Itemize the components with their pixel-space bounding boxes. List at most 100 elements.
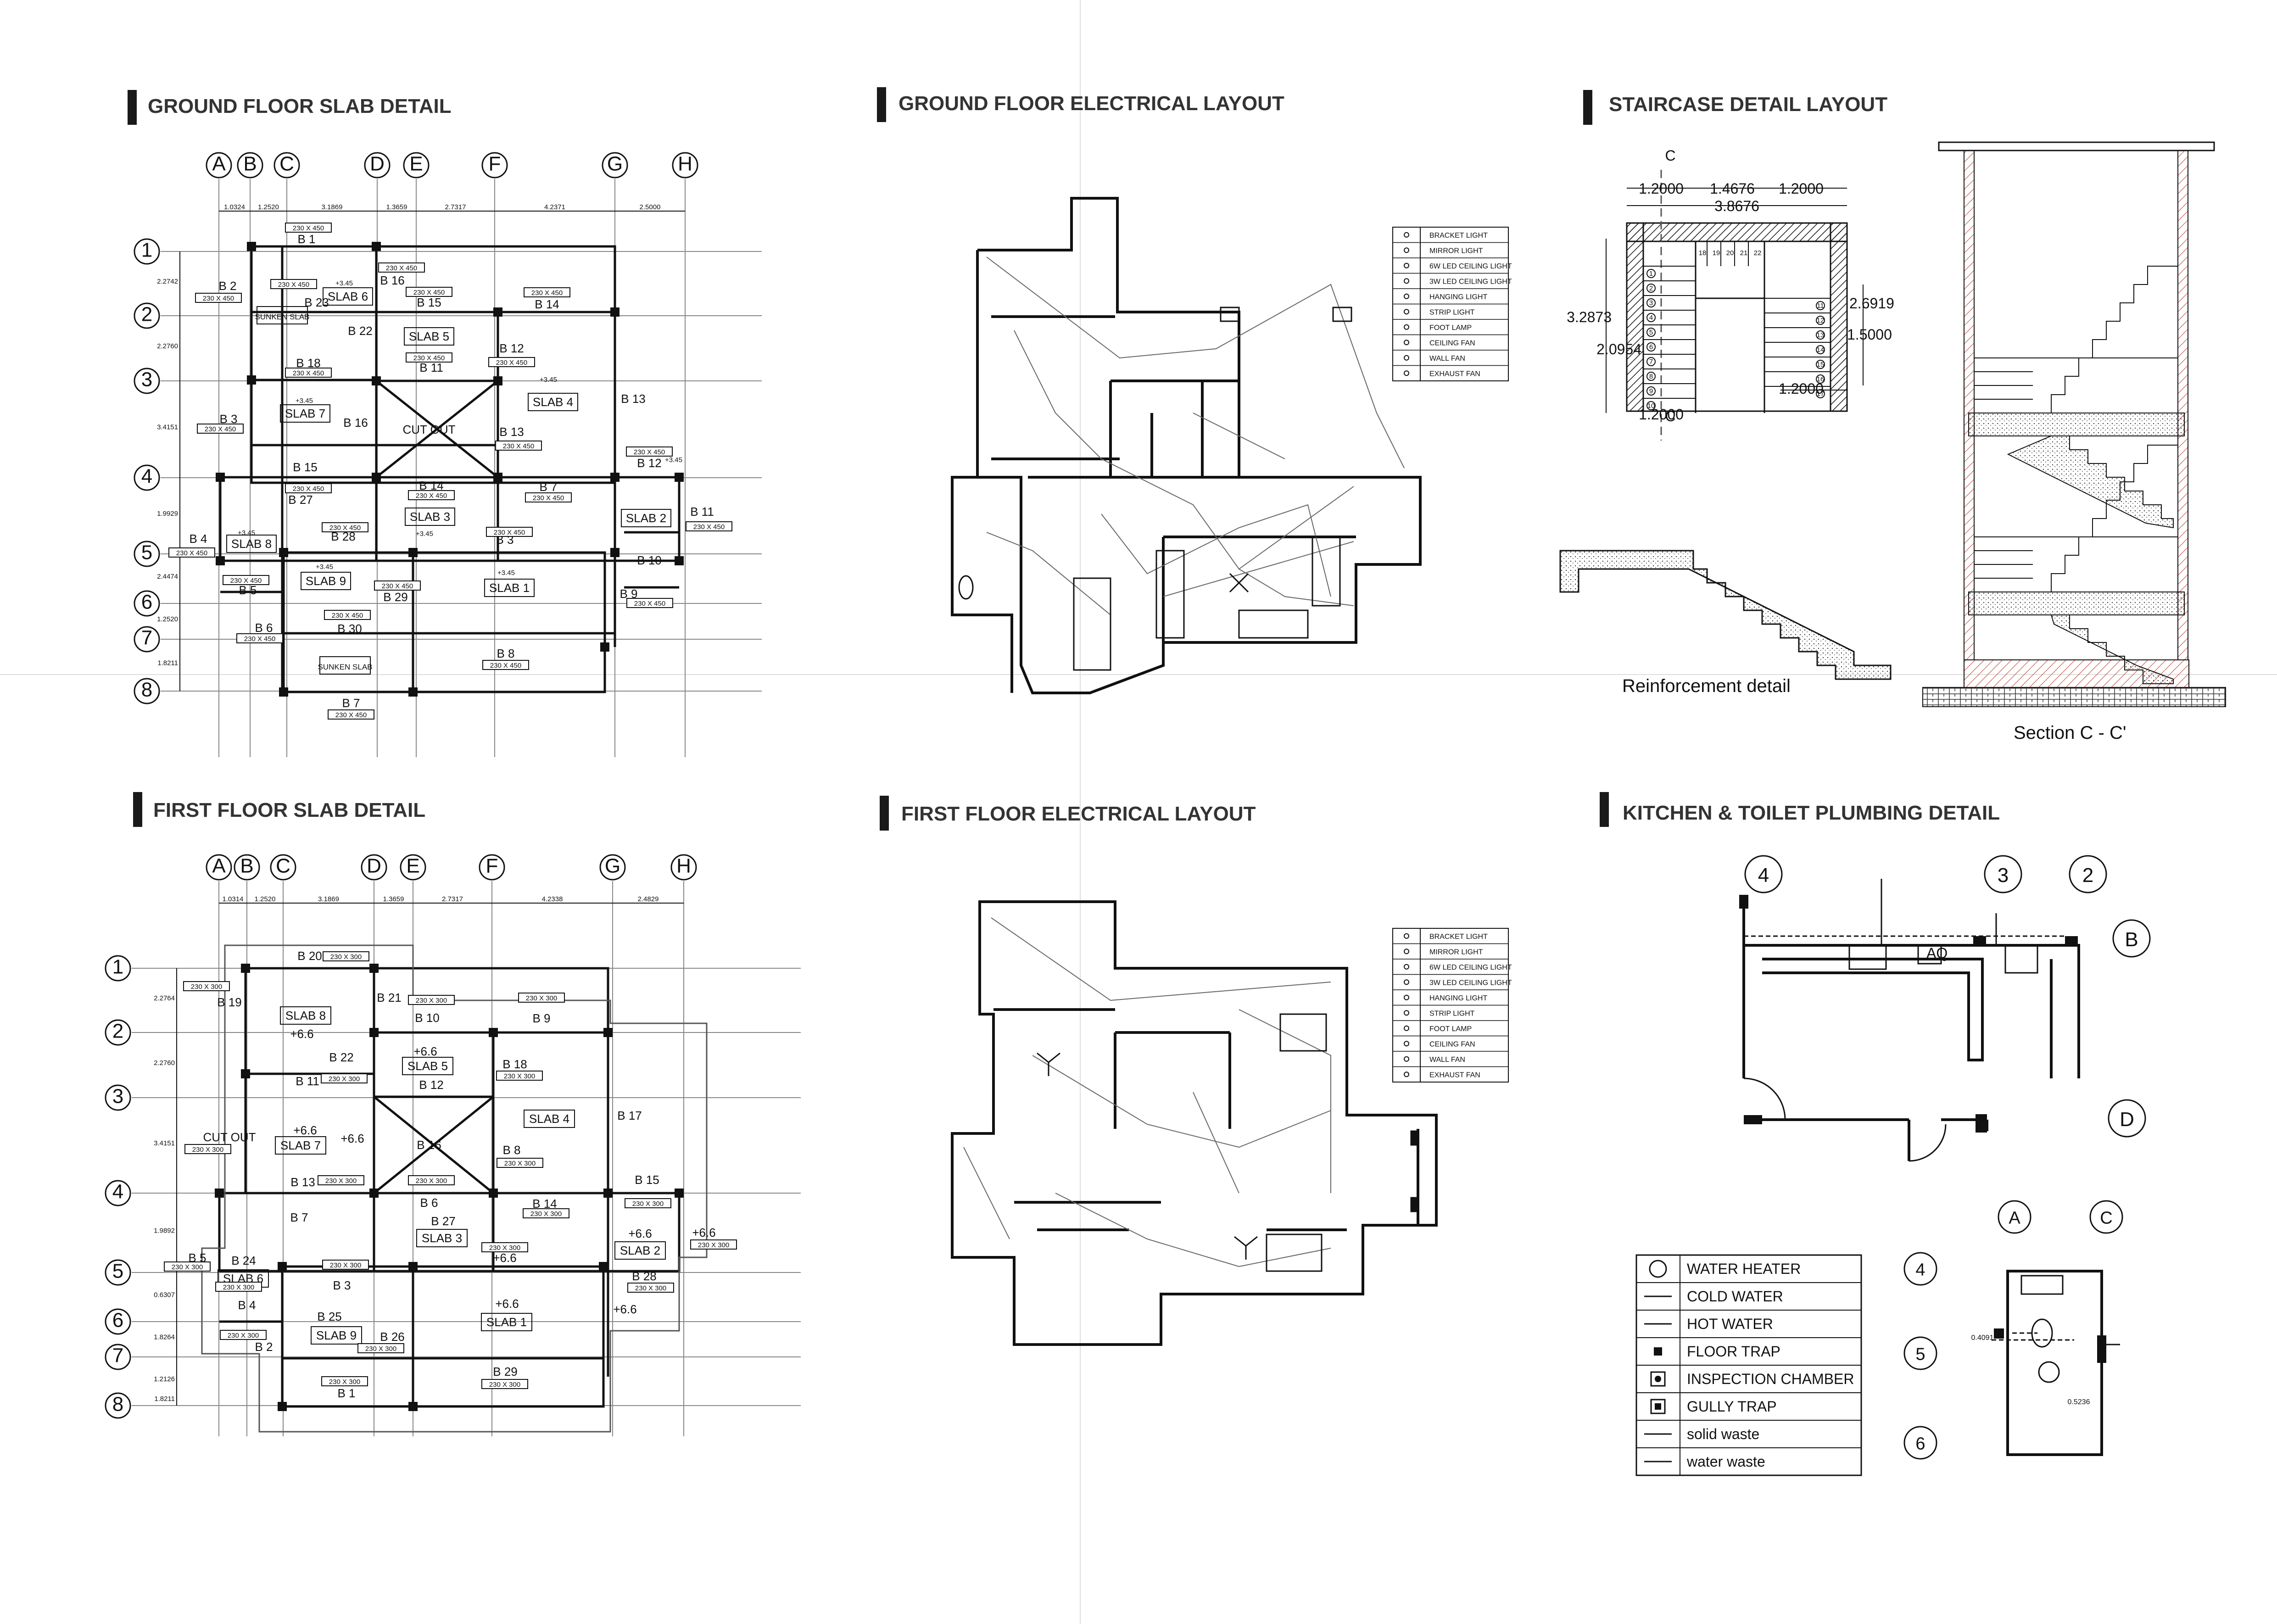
stair-dim: 2.6919 (1849, 295, 1894, 312)
ff-row-dim: 1.2126 (154, 1375, 175, 1383)
beam-size-tag (378, 262, 425, 273)
gf-slab-label: B 10 (637, 553, 662, 567)
ff-slab-label: B 8 (502, 1143, 520, 1157)
kitchen-grid-b: B (2125, 928, 2138, 951)
gf-col-dim: 1.2520 (258, 203, 279, 211)
stair-section-mark-bottom: C (1665, 408, 1675, 424)
ff-grid-bubble-col-circle (270, 854, 296, 881)
gf-level: +3.45 (540, 376, 557, 384)
ff-beam-size: 230 X 300 (329, 1378, 360, 1386)
ff-grid-bubble-col: B (240, 854, 253, 877)
gf-slab-label: B 4 (189, 532, 207, 546)
gf-beam-size: 230 X 450 (490, 662, 521, 670)
stair-step-number: 9 (1649, 387, 1653, 395)
gf-beam-size: 230 X 450 (203, 295, 234, 302)
stair-step-number: 16 (1817, 375, 1825, 383)
beam-size-tag (318, 1175, 364, 1185)
ff-beam-size: 230 X 300 (191, 983, 222, 991)
ff-slab-label: B 28 (632, 1269, 657, 1283)
gf-slab-label: B 11 (690, 505, 714, 519)
stair-treads (1643, 241, 1831, 399)
kitchen-grid-2-circle (2069, 855, 2107, 893)
stair-section-mark-top: C (1665, 147, 1675, 164)
ff-slab-label: CUT OUT (203, 1130, 256, 1144)
stair-step-number: 11 (1817, 302, 1824, 310)
gf-beam-size: 230 X 450 (503, 442, 534, 450)
gf-elec-legend-item: STRIP LIGHT (1429, 308, 1475, 316)
ff-slab-label: +6.6 (290, 1027, 313, 1041)
ff-beam-size: 230 X 300 (504, 1160, 536, 1167)
beam-size-tag (625, 1198, 671, 1208)
gf-slab-label: SLAB 3 (410, 510, 450, 524)
stair-step-number: 3 (1649, 299, 1653, 307)
stair-step-number: 20 (1726, 249, 1734, 257)
plumb-legend-item: GULLY TRAP (1687, 1398, 1777, 1415)
gf-beam-size: 230 X 450 (230, 577, 262, 585)
toilet-grid-a: A (2009, 1209, 2020, 1228)
stair-dim: 1.5000 (1847, 326, 1892, 343)
beam-size-tag (406, 352, 452, 363)
gf-elec-legend-item: 6W LED CEILING LIGHT (1429, 262, 1512, 270)
gf-row-dim: 1.8211 (157, 659, 178, 667)
gf-grid-bubble-row-circle (134, 590, 160, 617)
ff-grid-bubble-col: D (367, 854, 381, 877)
gf-slab-label: SLAB 8 (231, 537, 272, 551)
gf-beam-size: 230 X 450 (634, 600, 665, 608)
stair-dim: 2.0954 (1596, 341, 1641, 357)
beam-size-tag (184, 1144, 231, 1154)
gf-elec-legend-item: EXHAUST FAN (1429, 370, 1480, 378)
ff-slab-label: B 20 (297, 949, 322, 963)
gf-beam-size: 230 X 450 (244, 635, 275, 643)
ff-slab-label: B 25 (317, 1310, 342, 1323)
gf-slab-label: SLAB 6 (328, 290, 368, 303)
gf-slab-label: SLAB 4 (533, 395, 573, 409)
ff-slab-label: SLAB 9 (316, 1328, 357, 1342)
gf-level: +3.45 (497, 569, 515, 577)
gf-slab-label: B 30 (337, 622, 362, 636)
beam-size-tag (497, 1158, 543, 1168)
ff-slab-label: B 15 (635, 1173, 659, 1187)
gf-beam-size: 230 X 450 (416, 492, 447, 500)
title-gf-elec: GROUND FLOOR ELECTRICAL LAYOUT (899, 92, 1284, 115)
gf-grid-bubble-col: D (370, 152, 385, 175)
gf-grid-bubble-col-circle (602, 152, 628, 179)
ff-grid-bubble-row: 8 (112, 1393, 123, 1415)
gf-level: +3.45 (665, 456, 682, 464)
gf-elec-walls (951, 197, 1422, 694)
gf-col-dim: 2.7317 (445, 203, 466, 211)
toilet-grid-4-circle (1903, 1252, 1937, 1286)
beam-size-tag (627, 1283, 674, 1293)
ff-slab-label: +6.6 (493, 1251, 516, 1265)
beam-size-tag (285, 368, 332, 378)
stair-dim: 1.4676 (1710, 180, 1755, 197)
ff-beam-size: 230 X 300 (489, 1381, 520, 1389)
title-ff-slab: FIRST FLOOR SLAB DETAIL (153, 799, 425, 821)
gf-slab-label: SLAB 7 (285, 407, 325, 420)
gf-slab-label: B 23 (304, 296, 329, 309)
gf-col-dim: 2.5000 (640, 203, 661, 211)
stair-step-number: 5 (1649, 329, 1653, 336)
stair-step-number: 4 (1649, 314, 1653, 322)
ff-elec-legend-item: MIRROR LIGHT (1429, 948, 1483, 956)
beam-size-tag (481, 1379, 528, 1389)
ff-beam-size: 230 X 300 (526, 994, 557, 1002)
ff-grid-bubble-col: A (212, 854, 226, 877)
ff-col-dim: 2.7317 (442, 895, 463, 903)
stair-step-number: 12 (1817, 317, 1825, 324)
ff-beam-size: 230 X 300 (329, 1075, 360, 1083)
gf-grid-bubble-col: H (678, 152, 692, 175)
toilet-grid-c: C (2100, 1209, 2112, 1228)
ff-elec-legend-item: STRIP LIGHT (1429, 1010, 1475, 1017)
gf-grid-bubble-col: E (409, 152, 423, 175)
beam-size-tag (486, 527, 533, 537)
gf-slab-label: B 7 (342, 696, 360, 710)
gf-slab-label: B 12 (499, 341, 524, 355)
gf-elec-legend-item: CEILING FAN (1429, 339, 1475, 347)
toilet-dim: 0.5236 (2068, 1398, 2090, 1406)
stair-step-number: 10 (1647, 402, 1655, 410)
gf-grid-bubble-row-circle (134, 368, 160, 394)
